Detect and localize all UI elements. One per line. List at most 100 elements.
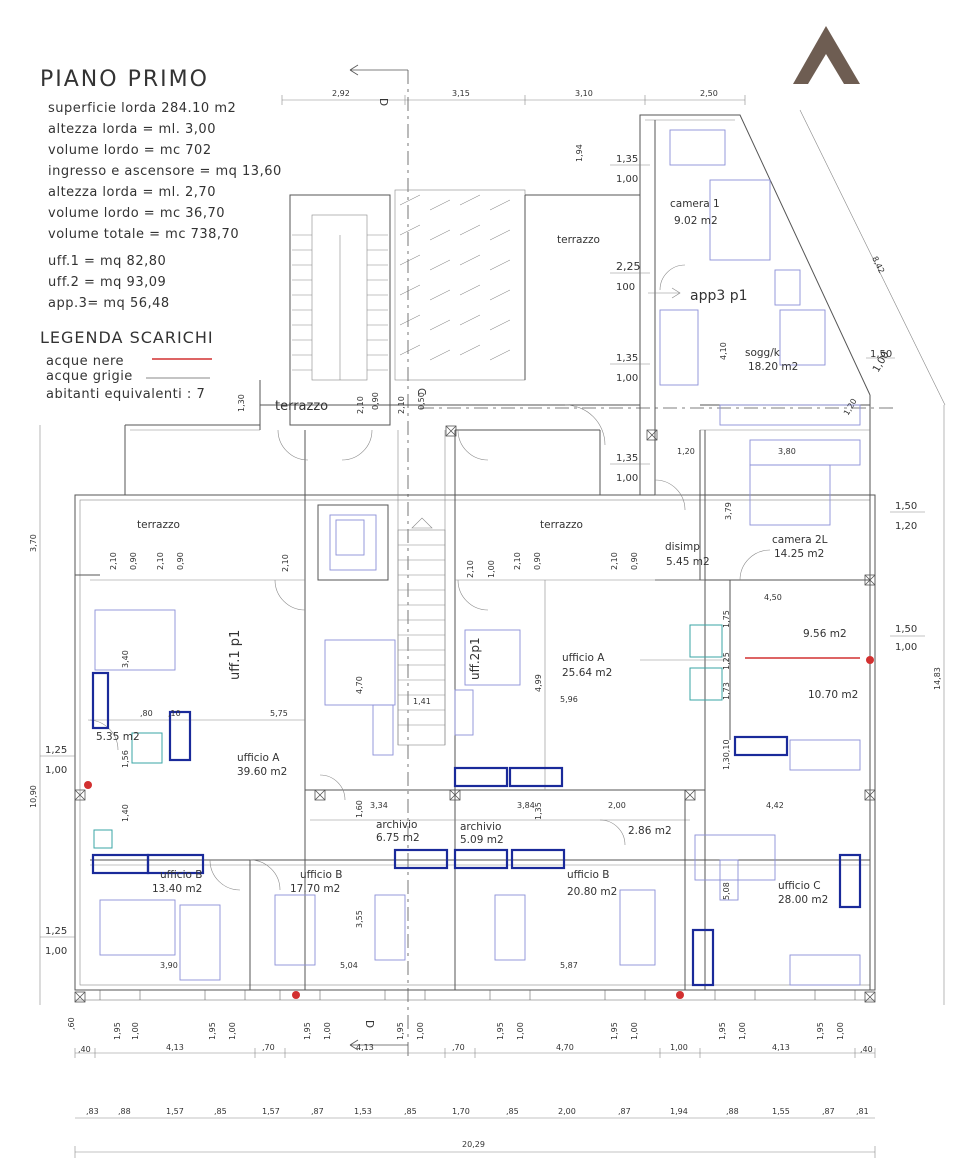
dim-label: 1,25 [722, 652, 731, 670]
dim-label: 2,92 [332, 89, 350, 98]
dim-label: 3,34 [370, 801, 388, 810]
info-line: uff.1 = mq 82,80 [48, 254, 166, 269]
room-area: 5.09 m2 [460, 834, 504, 846]
room-name: terrazzo [540, 519, 583, 531]
inner-dimensions: 1,94 4,10 3,79 1,20 3,80 4,50 5,75 4,70 … [121, 144, 859, 970]
door-width: 1,00 [487, 560, 496, 578]
window-sill: 1,00 [228, 1022, 237, 1040]
dim-label: ,87 [822, 1107, 835, 1116]
window-width: 1,95 [303, 1022, 312, 1040]
section-label-top: D [377, 98, 389, 106]
window-height: 1,35 [616, 453, 638, 464]
room-area: 28.00 m2 [778, 894, 828, 906]
room-area: 6.75 m2 [376, 832, 420, 844]
room-labels: terrazzo camera 1 9.02 m2 app3 p1 sogg/k… [96, 198, 858, 906]
dim-label: 1,41 [413, 697, 431, 706]
window-height: 1,50 [870, 349, 892, 360]
diagonal-dimension: 8,42 [799, 109, 946, 406]
window-width: 1,95 [208, 1022, 217, 1040]
dim-label: ,40 [860, 1045, 873, 1054]
dim-label: 4,70 [556, 1043, 574, 1052]
info-line: uff.2 = mq 93,09 [48, 275, 166, 290]
dim-label: ,88 [726, 1107, 739, 1116]
window-sill: 1,00 [895, 642, 917, 653]
window-height: 1,50 [895, 624, 917, 635]
dim-label: 4,99 [534, 674, 543, 692]
dim-label: 1,60 [355, 800, 364, 818]
window-sill: 1,00 [836, 1022, 845, 1040]
window-sill: 1,00 [45, 946, 67, 957]
dim-label: 1,30 [237, 394, 246, 412]
room-area: 10.70 m2 [808, 689, 858, 701]
dim-label: 4,10 [719, 342, 728, 360]
dim-label: 1,94 [575, 144, 584, 162]
dim-label: 3,40 [121, 650, 130, 668]
room-area: 17.70 m2 [290, 883, 340, 895]
dim-label: 5,75 [270, 709, 288, 718]
window-sill: 1,00 [416, 1022, 425, 1040]
dim-label: ,81 [856, 1107, 869, 1116]
room-area: 5.35 m2 [96, 731, 140, 743]
window-sill: 100 [616, 282, 635, 293]
dim-label: 0,50 [417, 392, 426, 410]
room-name: terrazzo [137, 519, 180, 531]
top-dimension-line: 2,92 3,15 3,10 2,50 [281, 89, 746, 105]
dim-label: 3,79 [724, 502, 733, 520]
dim-label: 3,90 [160, 961, 178, 970]
room-area: 5.45 m2 [666, 556, 710, 568]
door-height: 2,10 [156, 552, 165, 570]
window-width: 1,95 [396, 1022, 405, 1040]
dim-label: ,70 [262, 1043, 275, 1052]
room-name: uff.1 p1 [228, 630, 243, 680]
info-line: altezza lorda = ml. 2,70 [48, 185, 216, 200]
dim-label: 2,50 [700, 89, 718, 98]
dim-label: 1,40 [121, 804, 130, 822]
dim-label: 1,35 [534, 802, 543, 820]
side-dimensions: 3,70 10,90 14,83 [29, 405, 945, 1005]
door-height: 2,10 [466, 560, 475, 578]
bottom-dimension-line-2: ,83 ,88 1,57 ,85 1,57 ,87 1,53 ,85 1,70 … [75, 1107, 875, 1119]
dim-label: 1,55 [772, 1107, 790, 1116]
door-width: 0,90 [129, 552, 138, 570]
window-sill: 1,00 [616, 473, 638, 484]
room-area: 2.86 m2 [628, 825, 672, 837]
window-width: 1,95 [610, 1022, 619, 1040]
dim-label: ,80 [140, 709, 153, 718]
window-sill: 1,00 [630, 1022, 639, 1040]
room-name: disimp [665, 541, 700, 553]
window-sill: 1,00 [131, 1022, 140, 1040]
dim-label: 1,57 [166, 1107, 184, 1116]
dim-label: 1,56 [121, 750, 130, 768]
dim-label: 4,50 [764, 593, 782, 602]
window-sill: 1,00 [45, 765, 67, 776]
door-width: 0,90 [533, 552, 542, 570]
total-dimension: 20,29 [74, 1140, 876, 1158]
room-name: camera 2L [772, 534, 828, 546]
window-width: 1,95 [496, 1022, 505, 1040]
section-label-side: C [415, 388, 427, 395]
room-name: ufficio B [567, 869, 609, 881]
info-line: volume totale = mc 738,70 [48, 227, 239, 242]
dim-label: ,85 [214, 1107, 227, 1116]
room-name: terrazzo [275, 399, 328, 414]
dim-label: 5,04 [340, 961, 358, 970]
dim-label: ,87 [618, 1107, 631, 1116]
room-area: 25.64 m2 [562, 667, 612, 679]
room-name: app3 p1 [690, 288, 748, 304]
dim-label: 3,84 [517, 801, 535, 810]
logo [793, 26, 860, 84]
dim-label: ,88 [118, 1107, 131, 1116]
walls [74, 114, 876, 1003]
room-name: ufficio B [160, 869, 202, 881]
window-height: 1,25 [45, 926, 67, 937]
door-height: 2,10 [109, 552, 118, 570]
legend-abitanti: abitanti equivalenti : 7 [46, 387, 205, 402]
room-area: 18.20 m2 [748, 361, 798, 373]
room-name: ufficio A [562, 652, 605, 664]
dim-label: 2,00 [558, 1107, 576, 1116]
dim-label: 2,10 [397, 396, 406, 414]
bottom-window-labels: 1,95 1,00 1,95 1,00 1,95 1,00 1,95 1,00 … [113, 1022, 845, 1040]
sanitary [84, 624, 874, 999]
info-line: app.3= mq 56,48 [48, 296, 170, 311]
storage-cabinets [91, 671, 862, 987]
